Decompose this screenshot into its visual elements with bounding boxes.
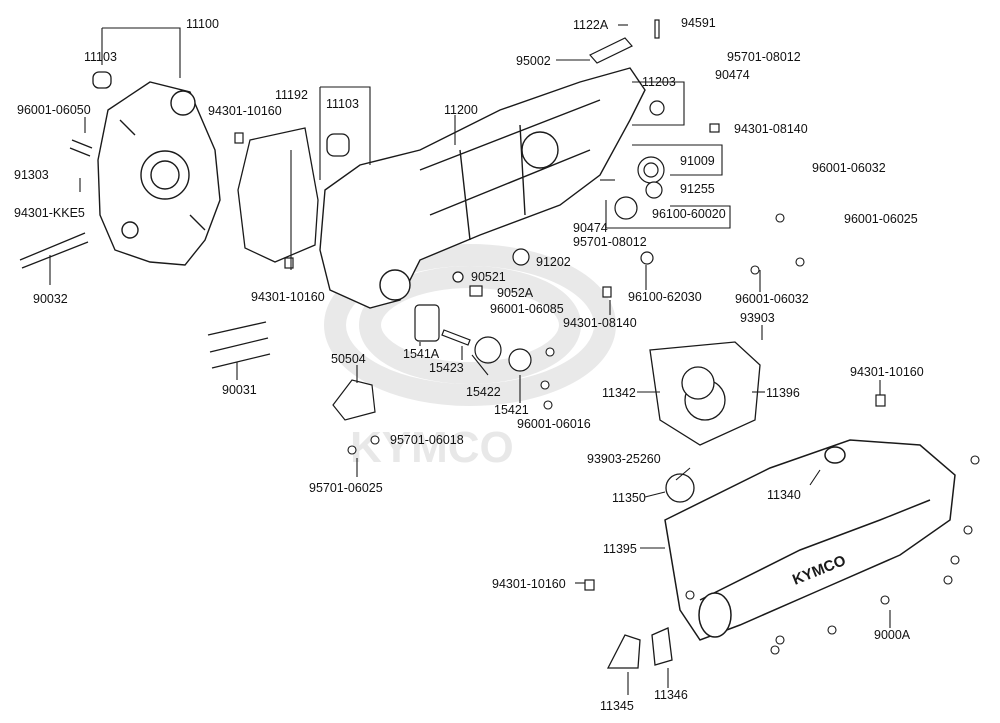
- part-label: 15421: [494, 403, 529, 417]
- part-label: 11396: [766, 386, 800, 400]
- part-label: 94301-08140: [563, 316, 637, 330]
- part-label: 11192: [275, 88, 308, 102]
- part-label: 90032: [33, 292, 68, 306]
- part-label: 94591: [681, 16, 716, 30]
- part-label: 95701-06018: [390, 433, 464, 447]
- part-label: 96001-06025: [844, 212, 918, 226]
- part-label: 96001-06085: [490, 302, 564, 316]
- part-label: 9052A: [497, 286, 534, 300]
- part-label: 11350: [612, 491, 646, 505]
- part-label: 94301-10160: [850, 365, 924, 379]
- part-label: 11340: [767, 488, 801, 502]
- part-label: 11395: [603, 542, 637, 556]
- part-label: 93903: [740, 311, 775, 325]
- part-label: 94301-08140: [734, 122, 808, 136]
- part-label: 95701-08012: [573, 235, 647, 249]
- watermark-text: KYMCO: [350, 423, 514, 472]
- part-label: 11103: [326, 97, 359, 111]
- part-label: 94301-10160: [492, 577, 566, 591]
- part-label: 15422: [466, 385, 501, 399]
- part-label: 11342: [602, 386, 636, 400]
- part-label: 94301-10160: [208, 104, 282, 118]
- part-label: 90031: [222, 383, 257, 397]
- part-label: 90474: [573, 221, 608, 235]
- part-label: 11100: [186, 17, 219, 31]
- part-label: 11103: [84, 50, 117, 64]
- small-parts: [234, 19, 886, 591]
- clutch-cover-gasket-part: [649, 341, 761, 503]
- part-label: 96100-62030: [628, 290, 702, 304]
- kymco-watermark: [324, 244, 616, 406]
- belt-cover-part: KYMCO: [664, 439, 956, 641]
- part-label: 96100-60020: [652, 207, 726, 221]
- part-label: 91255: [680, 182, 715, 196]
- part-label: 96001-06032: [812, 161, 886, 175]
- crankcase-left-part: [97, 81, 221, 266]
- bolts: [347, 213, 980, 655]
- part-label: 91009: [680, 154, 715, 168]
- part-label: 95701-08012: [727, 50, 801, 64]
- crankcase-right-part: [319, 67, 646, 309]
- part-label: 95701-06025: [309, 481, 383, 495]
- part-label: 11203: [642, 75, 676, 89]
- part-label: 91202: [536, 255, 571, 269]
- part-label: 50504: [331, 352, 366, 366]
- part-label: 95002: [516, 54, 551, 68]
- part-label: 1122A: [573, 18, 609, 32]
- bushing-11103-part: [92, 71, 112, 89]
- part-label: 91303: [14, 168, 49, 182]
- callout-lines: [49, 24, 891, 695]
- part-label: 96001-06016: [517, 417, 591, 431]
- part-label: 1541A: [403, 347, 440, 361]
- part-label: 90474: [715, 68, 750, 82]
- part-label: 90521: [471, 270, 506, 284]
- part-label: 94301-10160: [251, 290, 325, 304]
- bushing-11103b-part: [326, 133, 350, 157]
- duct-parts: [606, 627, 673, 669]
- part-label: 96001-06050: [17, 103, 91, 117]
- gasket-part: [237, 127, 319, 263]
- part-label: 9000A: [874, 628, 911, 642]
- part-label: 93903-25260: [587, 452, 661, 466]
- part-label: 15423: [429, 361, 464, 375]
- part-label: 94301-KKE5: [14, 206, 85, 220]
- part-label: 96001-06032: [735, 292, 809, 306]
- part-label: 11345: [600, 699, 634, 713]
- part-label: 11200: [444, 103, 478, 117]
- studs-part: [19, 139, 271, 369]
- part-label: 11346: [654, 688, 688, 702]
